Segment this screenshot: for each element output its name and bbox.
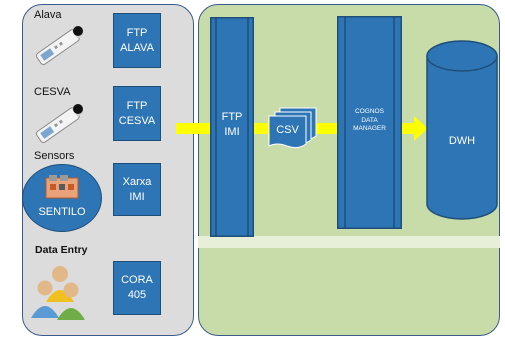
- csv-label: CSV: [276, 124, 299, 136]
- dwh-cylinder: [426, 40, 498, 220]
- cognos-line-2: DATA: [361, 116, 378, 124]
- sensor-hardware-icon: [45, 175, 79, 199]
- csv-document-stack-icon: [268, 107, 317, 149]
- arrow-sources-to-ftp-imi: [176, 123, 210, 134]
- cognos-data-manager-shape: [337, 16, 402, 229]
- ftp-imi-shape: [210, 17, 254, 237]
- ftp-cesva-box: FTP CESVA: [113, 86, 161, 141]
- arrow-csv-to-cognos: [315, 123, 339, 134]
- people-icon: [31, 266, 85, 320]
- processing-panel-band: [198, 236, 500, 248]
- cognos-data-manager-label: COGNOS DATA MANAGER: [337, 108, 402, 134]
- data-entry-label: Data Entry: [35, 244, 88, 256]
- arrow-cognos-to-dwh: [401, 116, 428, 141]
- cognos-line-3: MANAGER: [353, 125, 386, 132]
- cora-405-box: CORA 405: [113, 261, 161, 315]
- alava-label: Alava: [34, 9, 62, 21]
- alava-sound-meter-icon: [35, 26, 84, 65]
- cognos-line-1: COGNOS: [355, 108, 384, 115]
- sensors-label: Sensors: [34, 150, 75, 162]
- dwh-label: DWH: [448, 135, 476, 147]
- sentilo-label: SENTILO: [38, 206, 86, 218]
- cesva-sound-meter-icon: [35, 104, 84, 143]
- cesva-label: CESVA: [34, 86, 71, 98]
- xarxa-imi-box: Xarxa IMI: [113, 163, 161, 216]
- ftp-imi-label: FTP IMI: [221, 111, 243, 138]
- ftp-alava-box: FTP ALAVA: [113, 13, 161, 68]
